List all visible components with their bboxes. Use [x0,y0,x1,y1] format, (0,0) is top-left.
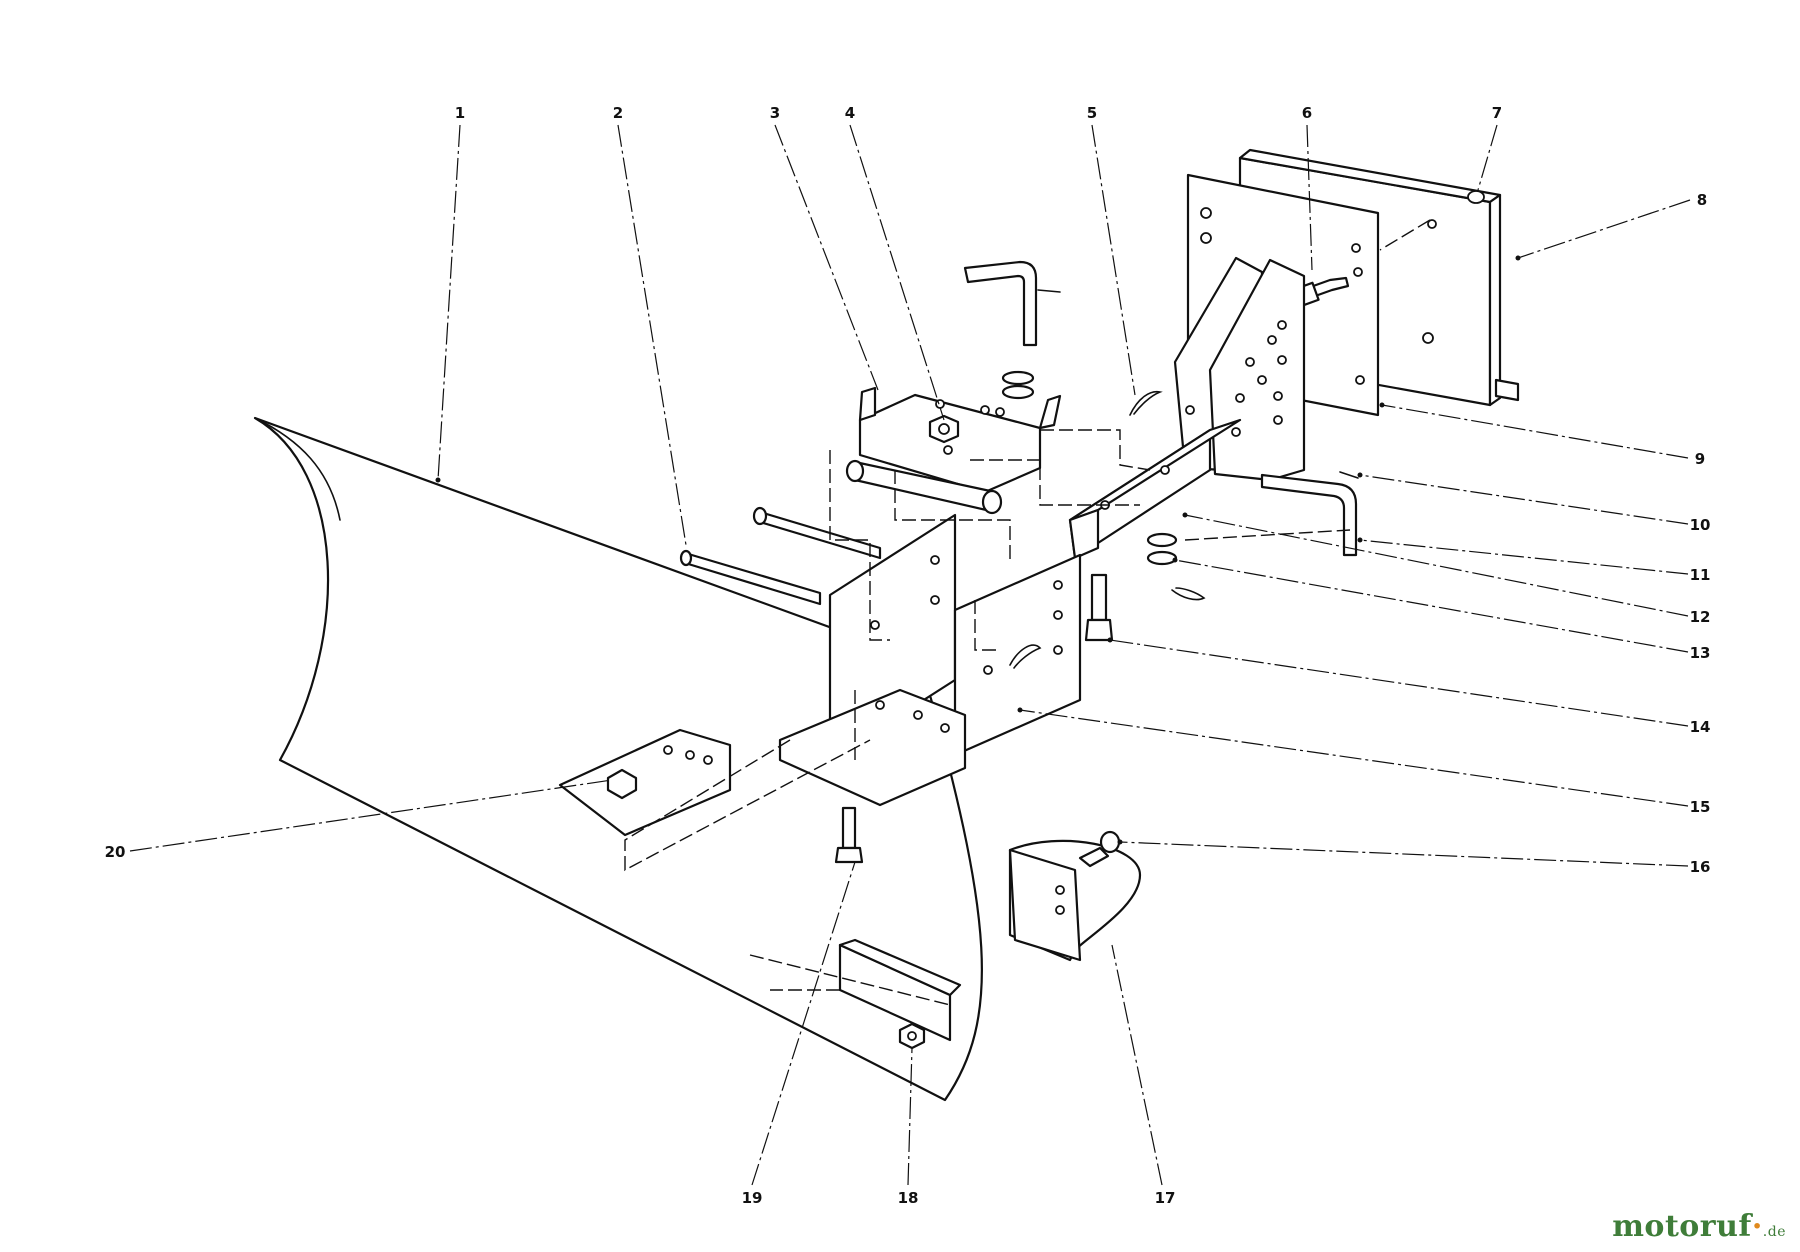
leader-lines [129,124,1691,1186]
callout-20: 20 [105,843,126,861]
callout-4: 4 [845,104,855,122]
hairpin-cotter [1171,587,1206,601]
hairpin-cotter [1129,390,1163,416]
pivot-bracket [845,386,1062,515]
callout-9: 9 [1695,450,1705,468]
callout-13: 13 [1690,644,1711,662]
callout-5: 5 [1087,104,1097,122]
brace-plate [838,938,962,1042]
l-pin [963,260,1061,400]
callout-1: 1 [455,104,465,122]
callout-18: 18 [898,1189,919,1207]
carriage-bolt [1084,573,1114,642]
callout-15: 15 [1690,798,1711,816]
watermark-logo: motoruf·.de [1612,1209,1786,1244]
callout-19: 19 [742,1189,763,1207]
callout-labels: 1 2 3 4 5 6 7 8 9 10 11 12 13 14 15 16 1… [105,104,1711,1207]
cotter-pin [1339,471,1359,479]
washer [1146,532,1178,566]
watermark-main: motoruf [1612,1209,1752,1244]
callout-7: 7 [1492,104,1502,122]
hex-bolt [834,806,864,864]
brace-plate [558,728,732,837]
flange-nut [898,1022,926,1050]
pivot-rod [679,506,882,606]
callout-16: 16 [1690,858,1711,876]
callout-10: 10 [1690,516,1711,534]
skid-shoe [1008,839,1142,962]
callout-14: 14 [1690,718,1711,736]
callout-17: 17 [1155,1189,1176,1207]
lock-nut [928,414,960,444]
hairpin-cotter [1009,644,1042,669]
assembly-guides [624,219,1431,1006]
watermark-accent: · [1751,1209,1763,1244]
callout-12: 12 [1690,608,1711,626]
callout-8: 8 [1697,191,1707,209]
skid-bolt [1078,830,1121,868]
callout-6: 6 [1302,104,1312,122]
leader-dots [435,255,1521,845]
callout-3: 3 [770,104,780,122]
watermark-tld: .de [1762,1224,1786,1240]
push-frame [1068,256,1306,560]
callout-2: 2 [613,104,623,122]
l-pin [1260,473,1358,557]
callout-11: 11 [1690,566,1711,584]
